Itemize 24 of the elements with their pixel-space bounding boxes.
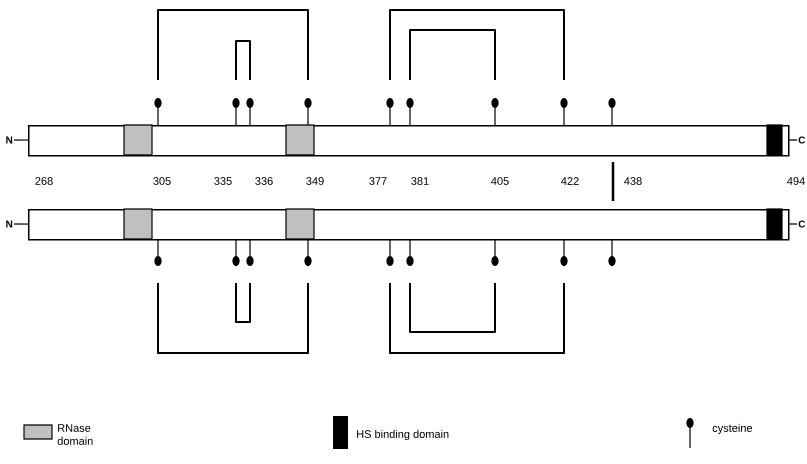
- legend-text: cysteine: [712, 424, 752, 434]
- residue-number: 405: [491, 177, 509, 185]
- residue-number: 381: [411, 177, 429, 185]
- legend-text: HS binding domain: [357, 430, 448, 440]
- residue-number: 349: [306, 177, 324, 185]
- protein-bar: [28, 125, 790, 156]
- terminus-label: N: [6, 220, 12, 228]
- connector-line: [790, 223, 797, 225]
- terminus-label: C: [798, 220, 806, 228]
- residue-number: 377: [369, 177, 387, 185]
- residue-number: 494: [787, 177, 805, 185]
- residue-number: 305: [153, 177, 171, 185]
- terminus-label: N: [6, 136, 12, 144]
- connector-line: [14, 223, 28, 225]
- terminus-label: C: [798, 136, 806, 144]
- residue-number: 336: [255, 177, 273, 185]
- connector-line: [790, 139, 797, 141]
- residue-number: 335: [214, 177, 232, 185]
- residue-number: 422: [561, 177, 579, 185]
- residue-number: 268: [35, 177, 53, 185]
- connector-line: [14, 139, 28, 141]
- residue-number: 438: [624, 177, 642, 185]
- protein-bar: [28, 209, 790, 240]
- legend-text: RNase domain: [58, 424, 93, 445]
